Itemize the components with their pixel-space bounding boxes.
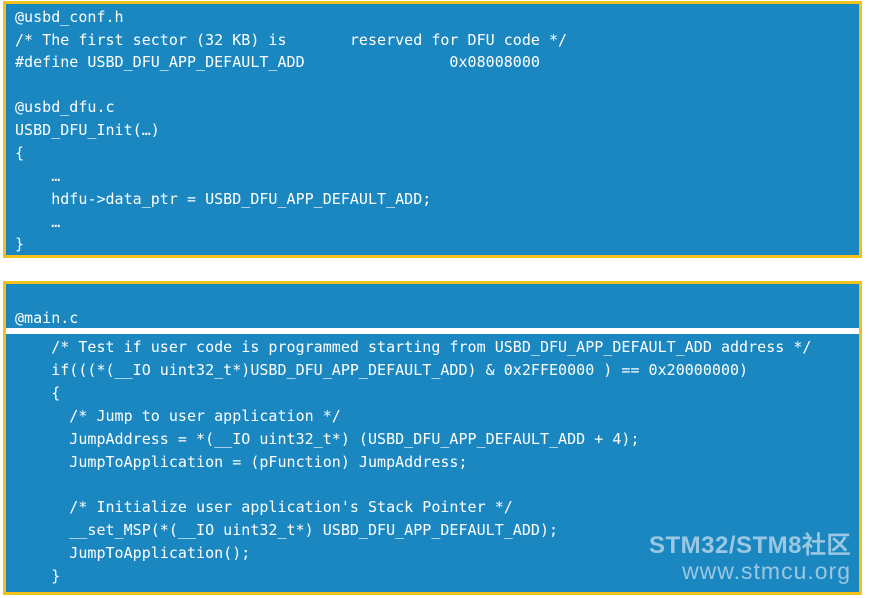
- code-line: @usbd_dfu.c: [15, 98, 115, 116]
- code-line: /* Test if user code is programmed start…: [15, 338, 812, 356]
- code-line: if(((*(__IO uint32_t*)USBD_DFU_APP_DEFAU…: [15, 361, 749, 379]
- code-line: JumpAddress = *(__IO uint32_t*) (USBD_DF…: [15, 430, 640, 448]
- code-line: /* Initialize user application's Stack P…: [15, 498, 513, 516]
- code-line: __set_MSP(*(__IO uint32_t*) USBD_DFU_APP…: [15, 521, 559, 539]
- code-line: }: [15, 567, 61, 585]
- code-line: #define USBD_DFU_APP_DEFAULT_ADD 0x08008…: [15, 53, 540, 71]
- code-line: }: [15, 235, 25, 253]
- code-line: @usbd_conf.h: [15, 8, 124, 26]
- code-line: /* The first sector (32 KB) is reserved …: [15, 31, 568, 49]
- code-line: hdfu->data_ptr = USBD_DFU_APP_DEFAULT_AD…: [15, 190, 432, 208]
- code-line: /* Jump to user application */: [15, 407, 341, 425]
- code-panel-usbd: @usbd_conf.h /* The first sector (32 KB)…: [3, 1, 862, 258]
- code-line: JumpToApplication = (pFunction) JumpAddr…: [15, 453, 468, 471]
- code-line: {: [15, 384, 61, 402]
- code-line: JumpToApplication();: [15, 544, 251, 562]
- code-line: USBD_DFU_Init(…): [15, 121, 160, 139]
- divider: [6, 328, 859, 334]
- code-line: {: [15, 144, 25, 162]
- code-line: …: [15, 167, 61, 185]
- code-line: …: [15, 213, 61, 231]
- code-panel-main: @main.c /* Test if user code is programm…: [3, 281, 862, 595]
- file-header: @main.c: [15, 309, 79, 327]
- watermark-title: STM32/STM8社区: [648, 532, 851, 559]
- watermark-logo: STM32/STM8社区 www.stmcu.org: [648, 532, 851, 585]
- watermark-url: www.stmcu.org: [682, 558, 851, 584]
